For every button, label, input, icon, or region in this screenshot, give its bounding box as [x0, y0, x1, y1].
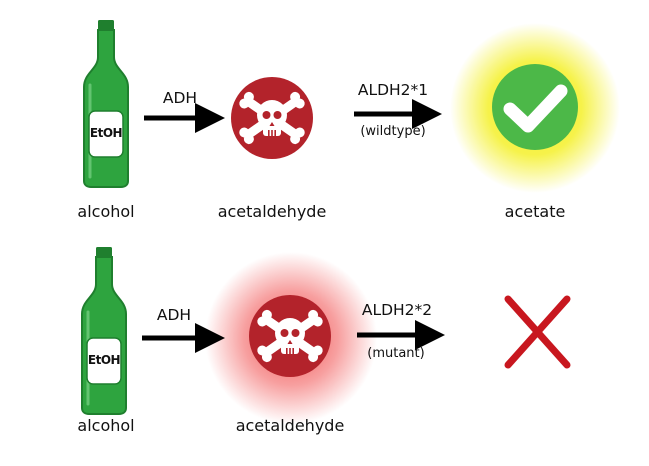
- enzyme-variant-label: (wildtype): [360, 124, 426, 139]
- alcohol-bottle-icon: [82, 18, 130, 189]
- check-circle: [492, 64, 578, 150]
- enzyme-variant-label: (mutant): [367, 346, 425, 361]
- bottle-label: EtOH: [89, 126, 123, 140]
- substrate-label: alcohol: [77, 416, 135, 435]
- intermediate-label: acetaldehyde: [217, 202, 327, 221]
- check-icon: [503, 84, 568, 133]
- enzyme-aldh2-label: ALDH2*2: [361, 301, 433, 319]
- enzyme-aldh2-label: ALDH2*1: [357, 81, 429, 99]
- bottle-label: EtOH: [87, 353, 121, 367]
- product-label: acetate: [504, 202, 566, 221]
- enzyme-adh-label: ADH: [162, 89, 198, 107]
- substrate-label: alcohol: [77, 202, 135, 221]
- skull-crossbones-icon: [231, 77, 313, 159]
- skull-crossbones-icon: [249, 295, 331, 377]
- intermediate-label: acetaldehyde: [235, 416, 345, 435]
- enzyme-adh-label: ADH: [156, 306, 192, 324]
- cross-icon: [504, 295, 571, 369]
- alcohol-bottle-icon: [80, 245, 128, 416]
